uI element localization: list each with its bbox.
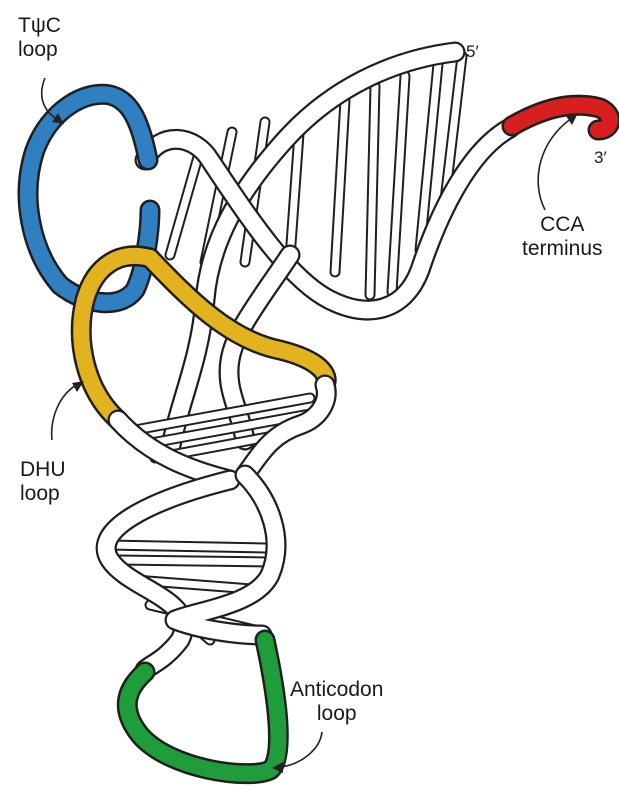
dhu-stem bbox=[118, 385, 326, 480]
dhu-callout-arrow bbox=[52, 381, 84, 440]
tpsic-loop-label: TψC loop bbox=[18, 14, 61, 62]
anticodon-stem bbox=[106, 475, 276, 670]
cca-terminus-label: CCA terminus bbox=[522, 213, 603, 261]
cca-callout-arrow bbox=[538, 113, 578, 210]
five-prime-label: 5′ bbox=[466, 42, 479, 62]
dhu-loop-label: DHU loop bbox=[20, 458, 66, 506]
anticodon-loop-label: Anticodon loop bbox=[290, 678, 383, 726]
three-prime-label: 3′ bbox=[594, 148, 607, 168]
